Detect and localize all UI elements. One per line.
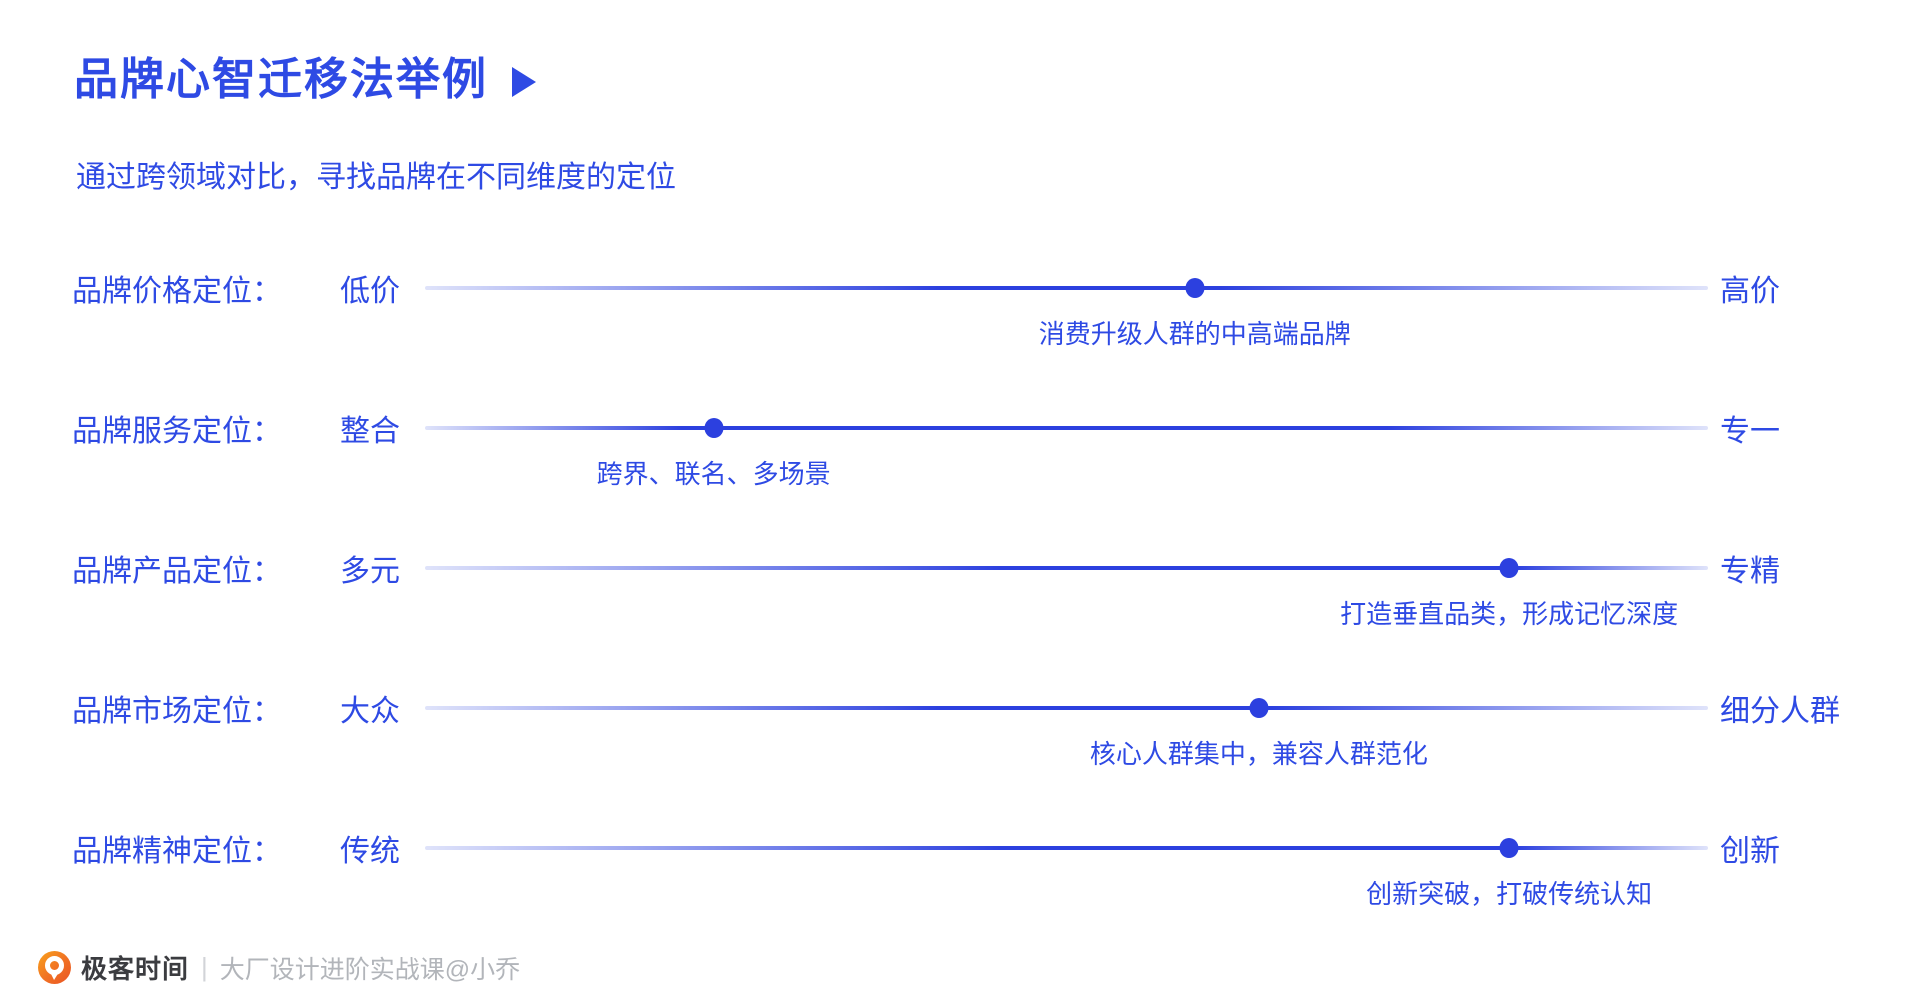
slider-line — [425, 706, 1708, 710]
right-pole-label: 细分人群 — [1720, 695, 1840, 728]
slider-line — [425, 846, 1708, 850]
slider-track: 消费升级人群的中高端品牌 — [425, 260, 1708, 349]
dimension-label: 品牌精神定位： — [72, 835, 282, 868]
play-arrow-icon — [512, 67, 536, 97]
brand-name: 极客时间 — [81, 954, 190, 984]
slider-annotation: 打造垂直品类，形成记忆深度 — [1340, 599, 1679, 629]
footer: 极客时间 | 大厂设计进阶实战课@小乔 — [38, 949, 520, 986]
left-pole-label: 低价 — [340, 275, 400, 308]
page-subtitle: 通过跨领域对比，寻找品牌在不同维度的定位 — [76, 161, 676, 194]
left-pole-label: 传统 — [340, 835, 400, 868]
slider-annotation: 创新突破，打破传统认知 — [1366, 879, 1653, 909]
positioning-row: 品牌精神定位： 传统 创新突破，打破传统认知 创新 — [72, 820, 1920, 909]
slider-track: 创新突破，打破传统认知 — [425, 820, 1708, 909]
slider-track: 核心人群集中，兼容人群范化 — [425, 680, 1708, 769]
slider-dot[interactable] — [1249, 698, 1269, 718]
right-pole-label: 专一 — [1720, 415, 1780, 448]
dimension-label: 品牌价格定位： — [72, 275, 282, 308]
slider-annotation: 核心人群集中，兼容人群范化 — [1089, 739, 1428, 769]
right-pole-label: 高价 — [1720, 275, 1780, 308]
left-pole-label: 多元 — [340, 555, 400, 588]
footer-caption: 大厂设计进阶实战课@小乔 — [219, 955, 521, 984]
slider-dot[interactable] — [1499, 838, 1519, 858]
left-pole-label: 大众 — [340, 695, 400, 728]
dimension-label: 品牌产品定位： — [72, 555, 282, 588]
geektime-logo-icon — [38, 951, 71, 984]
slider-annotation: 跨界、联名、多场景 — [596, 459, 831, 489]
slider-dot[interactable] — [1185, 278, 1205, 298]
positioning-row: 品牌价格定位： 低价 消费升级人群的中高端品牌 高价 — [72, 260, 1920, 349]
slider-track: 跨界、联名、多场景 — [425, 400, 1708, 489]
right-pole-label: 创新 — [1720, 835, 1780, 868]
slider-line — [425, 566, 1708, 570]
slider-line — [425, 286, 1708, 290]
dimension-label: 品牌服务定位： — [72, 415, 282, 448]
slider-dot[interactable] — [1499, 558, 1519, 578]
left-pole-label: 整合 — [340, 415, 400, 448]
right-pole-label: 专精 — [1720, 555, 1780, 588]
positioning-row: 品牌产品定位： 多元 打造垂直品类，形成记忆深度 专精 — [72, 540, 1920, 629]
page-title: 品牌心智迁移法举例 — [74, 55, 488, 104]
positioning-row: 品牌服务定位： 整合 跨界、联名、多场景 专一 — [72, 400, 1920, 489]
positioning-row: 品牌市场定位： 大众 核心人群集中，兼容人群范化 细分人群 — [72, 680, 1920, 769]
slider-line — [425, 426, 1708, 430]
slider-dot[interactable] — [704, 418, 724, 438]
dimension-label: 品牌市场定位： — [72, 695, 282, 728]
header: 品牌心智迁移法举例 — [74, 52, 536, 108]
positioning-rows: 品牌价格定位： 低价 消费升级人群的中高端品牌 高价 品牌服务定位： 整合 跨界… — [72, 260, 1920, 960]
footer-separator: | — [201, 952, 208, 982]
slider-track: 打造垂直品类，形成记忆深度 — [425, 540, 1708, 629]
slider-annotation: 消费升级人群的中高端品牌 — [1038, 319, 1351, 349]
